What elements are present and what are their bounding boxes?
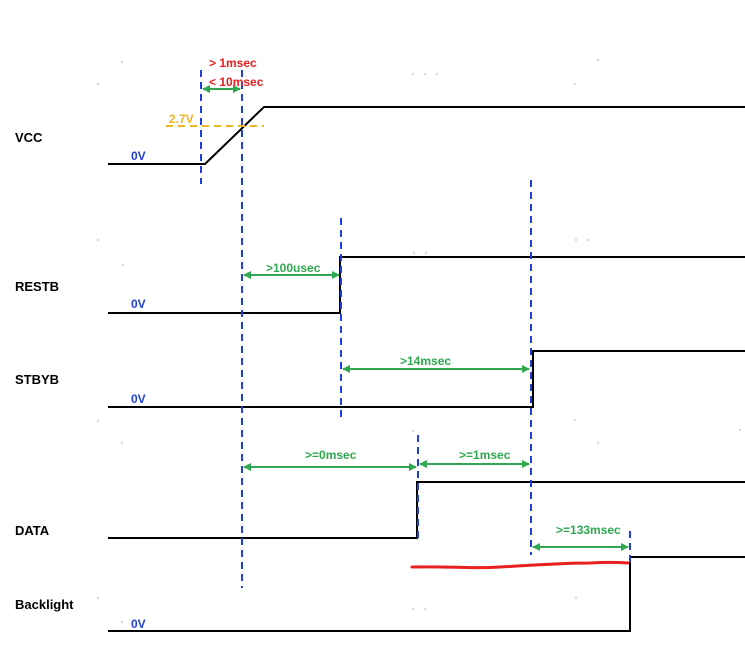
restb-label: RESTB — [15, 279, 59, 294]
restb-zero-label: 0V — [131, 297, 146, 311]
stbyb-to-backlight-label: >=133msec — [556, 523, 621, 537]
restb-to-stbyb-label: >14msec — [400, 354, 451, 368]
backlight-zero-label: 0V — [131, 617, 146, 631]
data-label: DATA — [15, 523, 50, 538]
vcc-rise-min-label: > 1msec — [209, 56, 257, 70]
vcc-zero-label: 0V — [131, 149, 146, 163]
vcc-threshold-label: 2.7V — [169, 112, 194, 126]
backlight-waveform — [108, 556, 745, 632]
restb-waveform — [108, 256, 745, 314]
vcc-to-restb-label: >100usec — [266, 261, 321, 275]
vcc-rise-max-label: < 10msec — [209, 75, 264, 89]
stbyb-label: STBYB — [15, 372, 59, 387]
backlight-label: Backlight — [15, 597, 74, 612]
stbyb-zero-label: 0V — [131, 392, 146, 406]
red-underline-mark — [410, 560, 630, 570]
stbyb-waveform — [108, 350, 745, 408]
vcc-to-data-label: >=0msec — [305, 448, 357, 462]
background-dots — [96, 58, 742, 624]
data-to-stbyb-label: >=1msec — [459, 448, 511, 462]
vcc-label: VCC — [15, 130, 43, 145]
vcc-waveform — [108, 106, 745, 165]
data-waveform — [108, 481, 745, 539]
